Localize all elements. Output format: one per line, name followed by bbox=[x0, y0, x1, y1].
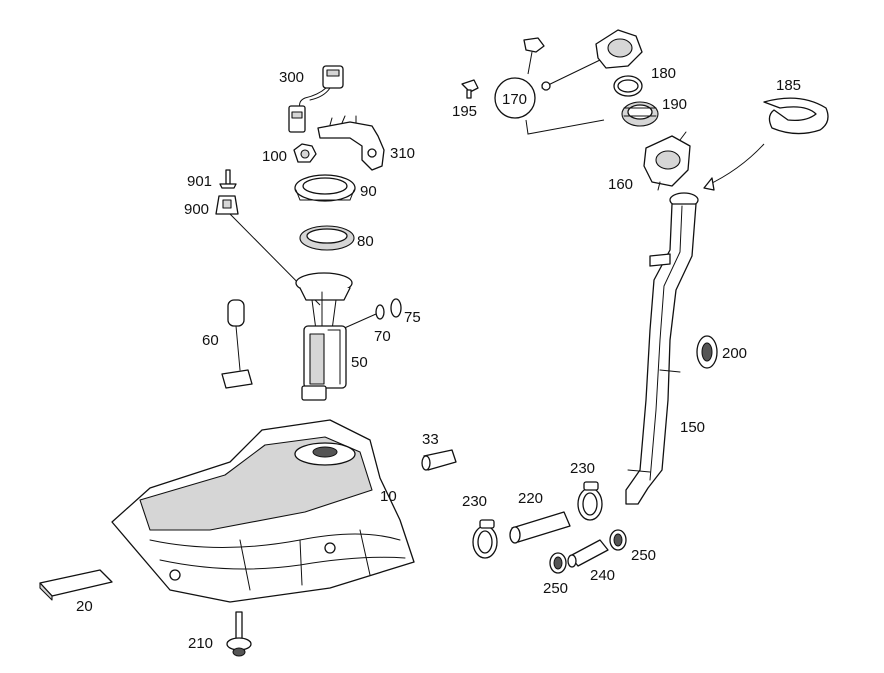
leader-70 bbox=[339, 313, 377, 331]
callout-170-circle bbox=[494, 77, 536, 119]
part-100-nut bbox=[293, 143, 317, 163]
callout-100: 100 bbox=[262, 148, 287, 165]
callout-180: 180 bbox=[651, 65, 676, 82]
part-230-clamp-left bbox=[472, 519, 498, 559]
part-50-fuel-pump-module bbox=[295, 272, 353, 401]
callout-190: 190 bbox=[662, 96, 687, 113]
part-240-hose bbox=[567, 539, 609, 568]
arrow-185-head bbox=[703, 177, 715, 191]
part-300-connector-harness bbox=[288, 65, 344, 133]
callout-250-left: 250 bbox=[543, 580, 568, 597]
callout-170: 170 bbox=[502, 91, 527, 108]
part-60-level-sender bbox=[221, 299, 253, 389]
part-80-seal-ring bbox=[299, 225, 355, 251]
part-210-bolt bbox=[226, 611, 252, 657]
part-250-clamp-left bbox=[549, 552, 567, 574]
callout-310: 310 bbox=[390, 145, 415, 162]
callout-90: 90 bbox=[360, 183, 377, 200]
callout-200: 200 bbox=[722, 345, 747, 362]
callout-300: 300 bbox=[279, 69, 304, 86]
part-10-fuel-tank bbox=[111, 419, 415, 603]
part-310-bracket bbox=[317, 115, 385, 171]
part-20-pad bbox=[39, 569, 113, 601]
part-90-locking-ring bbox=[294, 174, 356, 202]
part-230-clamp-right bbox=[577, 481, 603, 521]
callout-195: 195 bbox=[452, 103, 477, 120]
callout-220: 220 bbox=[518, 490, 543, 507]
part-180-seal bbox=[613, 75, 643, 97]
callout-185: 185 bbox=[776, 77, 801, 94]
callout-230-right: 230 bbox=[570, 460, 595, 477]
callout-50: 50 bbox=[351, 354, 368, 371]
callout-230-left: 230 bbox=[462, 493, 487, 510]
callout-150: 150 bbox=[680, 419, 705, 436]
callout-901: 901 bbox=[187, 173, 212, 190]
callout-60: 60 bbox=[202, 332, 219, 349]
callout-240: 240 bbox=[590, 567, 615, 584]
callout-10: 10 bbox=[380, 488, 397, 505]
part-190-thread-ring bbox=[621, 101, 659, 127]
arrow-185 bbox=[705, 143, 765, 187]
part-220-hose bbox=[509, 511, 571, 544]
callout-20: 20 bbox=[76, 598, 93, 615]
part-70-ring bbox=[375, 304, 385, 320]
callout-900: 900 bbox=[184, 201, 209, 218]
part-170-cap-tether bbox=[523, 29, 643, 135]
part-900-valve bbox=[215, 195, 239, 215]
callout-75: 75 bbox=[404, 309, 421, 326]
part-901-pin bbox=[219, 169, 237, 189]
part-33-sleeve bbox=[421, 449, 457, 471]
callout-70: 70 bbox=[374, 328, 391, 345]
part-250-clamp-right bbox=[609, 529, 627, 551]
callout-33: 33 bbox=[422, 431, 439, 448]
callout-80: 80 bbox=[357, 233, 374, 250]
part-75-ring bbox=[390, 298, 402, 318]
part-195-clip bbox=[461, 79, 479, 99]
part-200-grommet bbox=[696, 335, 718, 369]
part-160-filler-neck-housing bbox=[643, 131, 691, 191]
callout-250-right: 250 bbox=[631, 547, 656, 564]
callout-210: 210 bbox=[188, 635, 213, 652]
callout-160: 160 bbox=[608, 176, 633, 193]
part-185-cover bbox=[763, 97, 829, 135]
part-150-filler-pipe bbox=[625, 192, 699, 505]
